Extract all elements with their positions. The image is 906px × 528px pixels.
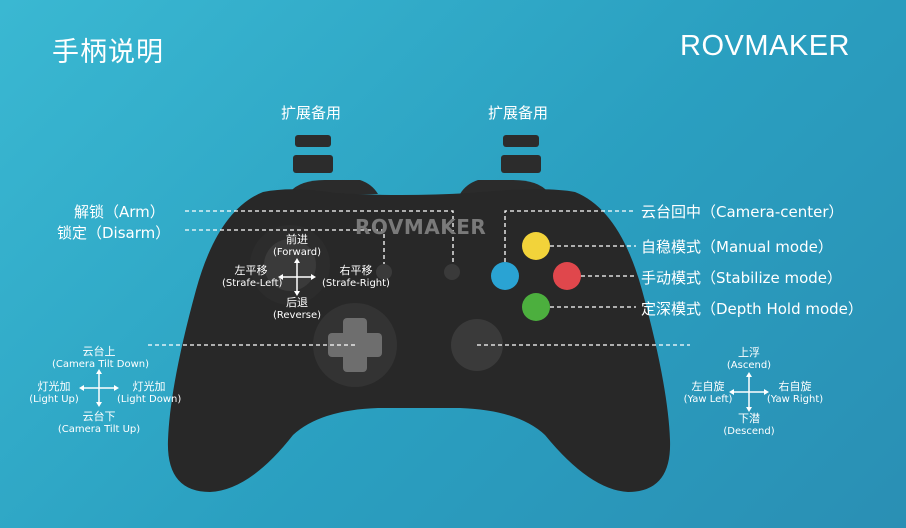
green-button[interactable]: [522, 293, 550, 321]
left-extra-button-top[interactable]: [295, 135, 331, 147]
strafe-right-label: 右平移(Strafe-Right): [322, 264, 390, 289]
disarm-button[interactable]: [444, 264, 460, 280]
right-extra-label: 扩展备用: [488, 104, 549, 122]
page-title: 手柄说明: [52, 37, 164, 68]
yaw-left-label: 左自旋(Yaw Left): [683, 380, 733, 405]
dpad-arrows: [79, 369, 119, 407]
descend-label: 下潜(Descend): [723, 412, 775, 437]
controller-logo: ROVMAKER: [355, 215, 487, 239]
right-extra-button-bottom[interactable]: [501, 155, 541, 173]
camera-center-label: 云台回中（Camera-center）: [641, 203, 844, 221]
left-extra-button-bottom[interactable]: [293, 155, 333, 173]
red-button[interactable]: [553, 262, 581, 290]
disarm-label: 锁定（Disarm）: [57, 224, 171, 242]
camera-tilt-up-label: 云台下(Camera Tilt Up): [57, 410, 141, 435]
light-down-label: 灯光加(Light Down): [117, 380, 182, 405]
camera-tilt-down-label: 云台上(Camera Tilt Down): [52, 345, 150, 370]
leader-lines: [148, 210, 690, 346]
brand-logo: ROVMAKER: [680, 30, 850, 62]
left-extra-label: 扩展备用: [281, 104, 342, 122]
forward-label: 前进(Forward): [272, 233, 322, 258]
yaw-right-label: 右自旋(Yaw Right): [766, 380, 824, 405]
light-up-label: 灯光加(Light Up): [29, 380, 79, 405]
arm-button[interactable]: [376, 264, 392, 280]
left-stick-arrows: [278, 258, 316, 296]
ascend-label: 上浮(Ascend): [726, 346, 772, 371]
right-extra-button-top[interactable]: [503, 135, 539, 147]
blue-button[interactable]: [491, 262, 519, 290]
manual-mode-label: 自稳模式（Manual mode）: [641, 238, 833, 256]
stabilize-mode-label: 手动模式（Stabilize mode）: [641, 269, 843, 287]
strafe-left-label: 左平移(Strafe-Left): [222, 264, 283, 289]
left-stick[interactable]: [264, 239, 316, 291]
arm-label: 解锁（Arm）: [74, 203, 165, 221]
yellow-button[interactable]: [522, 232, 550, 260]
right-stick-arrows: [729, 372, 769, 412]
depth-hold-label: 定深模式（Depth Hold mode）: [641, 300, 863, 318]
reverse-label: 后退(Reverse): [273, 296, 321, 321]
